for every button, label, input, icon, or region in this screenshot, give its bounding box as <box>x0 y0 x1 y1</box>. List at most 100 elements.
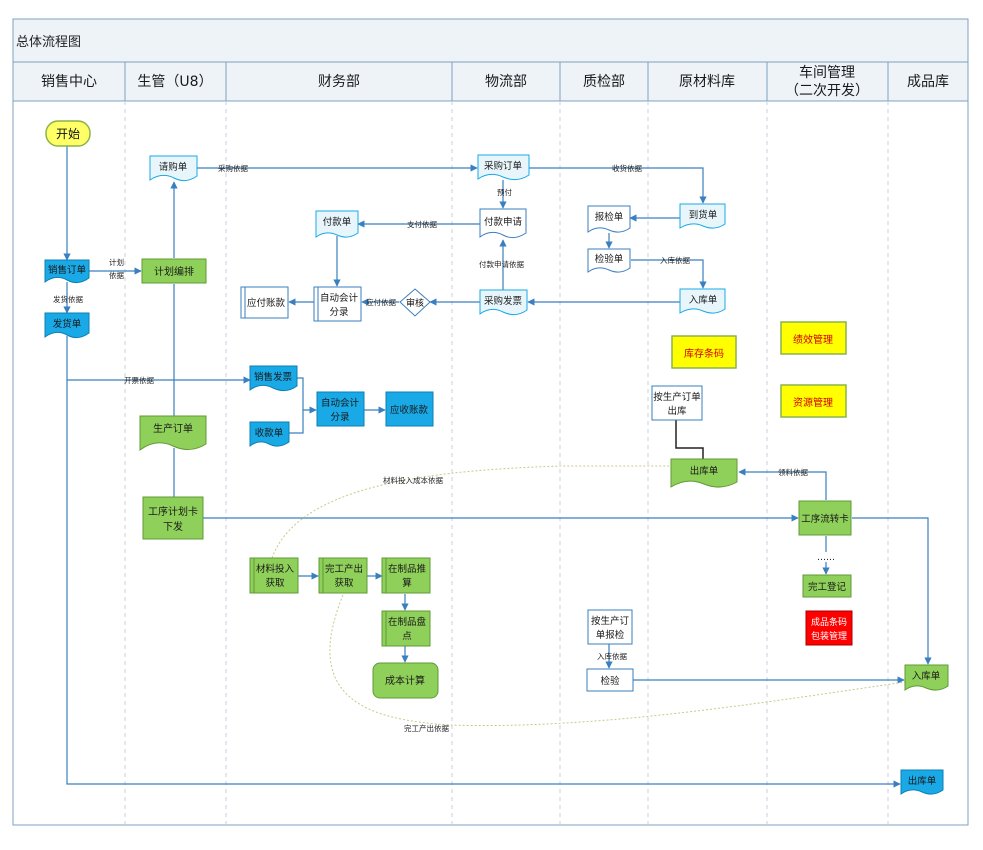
edge-label-finish-output-basis: 完工产出依据 <box>404 723 449 733</box>
lane-title-production: 生管（U8） <box>137 74 212 90</box>
resource-mgmt-label: 资源管理 <box>793 396 833 409</box>
edge-label-pay: 预付 <box>497 187 512 197</box>
ellipsis-label: …… <box>817 553 835 563</box>
payable-label: 应付账款 <box>247 297 286 309</box>
inspect-doc[interactable] <box>587 248 631 273</box>
sales-invoice-doc[interactable] <box>249 365 298 392</box>
auto-acct-2-process[interactable] <box>316 391 365 427</box>
resource-mgmt-box[interactable] <box>780 384 847 418</box>
cost-calc-label: 成本计算 <box>385 674 425 687</box>
stock-barcode-box[interactable] <box>671 335 737 369</box>
purchase-order-doc[interactable] <box>477 154 530 181</box>
edge-label-material-cost-basis: 材料投入成本依据 <box>383 475 443 485</box>
edge-label-plan-basis-2: 依据 <box>109 270 124 280</box>
ship-notice-label: 发货单 <box>53 318 82 330</box>
prod-report-label-2: 单报检 <box>596 629 625 641</box>
payment-doc[interactable] <box>315 210 359 238</box>
auto-acct-2-label-1: 自动会计 <box>321 397 360 409</box>
audit-label: 审核 <box>406 297 424 309</box>
edge-label-invoice-basis: 开票依据 <box>124 375 154 385</box>
ship-notice-doc[interactable] <box>44 312 90 339</box>
lane-title-logistics: 物流部 <box>485 74 527 90</box>
edge-label-payable-basis: 应付依据 <box>366 297 396 307</box>
fg-barcode-box[interactable] <box>805 610 853 646</box>
mat-input-process[interactable] <box>249 557 299 594</box>
check-process[interactable] <box>586 668 634 692</box>
lane-header-dividers <box>124 62 889 101</box>
wip-calc-process[interactable] <box>381 557 431 594</box>
receivable-label: 应收账款 <box>390 404 429 416</box>
receipt-label: 收款单 <box>255 427 284 439</box>
wip-count-process[interactable] <box>381 610 431 647</box>
diagram-title: 总体流程图 <box>16 35 81 50</box>
wip-count-label-2: 点 <box>402 631 412 642</box>
payable-process[interactable] <box>240 286 289 319</box>
start-label: 开始 <box>56 127 80 141</box>
wip-count-label-1: 在制品盘 <box>388 616 427 628</box>
purchase-req-doc[interactable] <box>149 155 198 182</box>
receipt-doc[interactable] <box>249 421 290 448</box>
fg-barcode-label-1: 成品条码 <box>811 616 847 628</box>
lane-title-qc: 质检部 <box>583 74 625 90</box>
lane-title-workshop-sub: （二次开发） <box>785 83 869 99</box>
finish-output-label-2: 获取 <box>334 578 354 589</box>
purchase-invoice-label: 采购发票 <box>484 295 523 307</box>
route-card-issue-label-2: 下发 <box>163 520 183 533</box>
inspect-report-doc[interactable] <box>587 205 631 233</box>
prod-report-label-1: 按生产订 <box>591 615 630 627</box>
purchase-order-label: 采购订单 <box>484 160 523 172</box>
lane-title-finance: 财务部 <box>318 74 360 90</box>
plan-process[interactable] <box>141 258 207 284</box>
issue-by-order-label-1: 按生产订单 <box>653 391 701 403</box>
sales-invoice-label: 销售发票 <box>254 371 293 383</box>
arrival-doc[interactable] <box>679 203 726 229</box>
perf-mgmt-box[interactable] <box>780 321 847 355</box>
issue-by-order-process[interactable] <box>651 385 703 421</box>
lane-title-sales: 销售中心 <box>41 74 97 90</box>
route-card-process[interactable] <box>798 500 852 536</box>
auto-acct-1-process[interactable] <box>313 286 362 322</box>
edge-labels: 采购依据 计划 依据 发货依据 预付 支付依据 收货依据 付款申请依据 入库依据… <box>53 163 808 733</box>
edge-label-pay-req-basis: 付款申请依据 <box>479 259 524 269</box>
edge-purchaseorder-arrival <box>529 167 707 204</box>
receivable-process[interactable] <box>385 391 434 427</box>
auto-acct-1-label-1: 自动会计 <box>320 292 359 304</box>
plan-label: 计划编排 <box>154 265 194 278</box>
wip-calc-label-2: 算 <box>402 577 412 589</box>
outbound-fg-label: 出库单 <box>908 775 937 787</box>
issue-by-order-label-2: 出库 <box>667 405 687 417</box>
payment-doc-label: 付款单 <box>323 216 352 228</box>
start-terminator[interactable] <box>45 120 91 147</box>
finish-output-process[interactable] <box>318 557 368 594</box>
route-card-issue-label-1: 工序计划卡 <box>148 505 198 518</box>
purchase-req-label: 请购单 <box>159 161 188 173</box>
inbound-raw-doc[interactable] <box>679 288 726 314</box>
audit-decision[interactable] <box>399 288 431 317</box>
payment-req-doc[interactable] <box>479 208 527 239</box>
prod-order-label: 生产订单 <box>153 422 193 435</box>
prod-report-process[interactable] <box>587 609 633 645</box>
fg-barcode-label-2: 包装管理 <box>811 630 847 642</box>
finish-reg-process[interactable] <box>802 574 852 598</box>
auto-acct-2-label-2: 分录 <box>330 412 350 423</box>
edge-label-purchase-basis: 采购依据 <box>218 163 248 173</box>
edge-label-pay-basis: 支付依据 <box>407 219 437 229</box>
perf-mgmt-label: 绩效管理 <box>793 333 833 346</box>
inbound-fg-doc[interactable] <box>904 664 949 691</box>
lane-header-row <box>12 61 969 102</box>
sales-order-doc[interactable] <box>44 259 90 284</box>
finish-reg-label: 完工登记 <box>808 581 847 593</box>
lane-title-raw-warehouse: 原材料库 <box>679 74 735 90</box>
outbound-fg-doc[interactable] <box>900 769 944 795</box>
purchase-invoice-doc[interactable] <box>479 289 528 316</box>
auto-acct-1-label-2: 分录 <box>329 307 349 318</box>
cost-calc-process[interactable] <box>372 662 439 699</box>
lane-title-workshop: 车间管理 <box>799 64 855 81</box>
edge-routecard-inboundfg <box>852 517 932 665</box>
prod-order-doc[interactable] <box>139 415 207 451</box>
outbound-raw-doc[interactable] <box>670 458 738 488</box>
payment-req-label: 付款申请 <box>484 216 523 228</box>
route-card-issue-process[interactable] <box>142 496 204 540</box>
